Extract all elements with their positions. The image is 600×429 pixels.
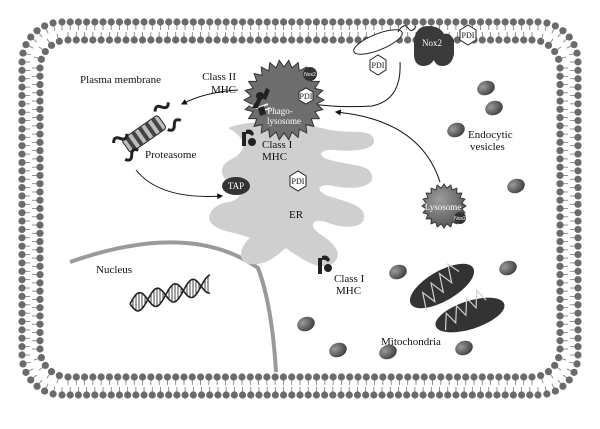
- class-i-mhc-top-icon: [242, 129, 256, 146]
- tap-label: TAP: [228, 181, 244, 191]
- endocytic-vesicle: [379, 344, 397, 360]
- endocytic-vesicle: [507, 178, 525, 194]
- arrow-lysosome-to-phagolysosome: [334, 109, 441, 183]
- lysosome-label: Lysosome: [425, 202, 462, 212]
- class-i-mhc-bottom-label-2: MHC: [336, 285, 361, 297]
- proteasome-label: Proteasome: [145, 149, 196, 161]
- class-i-mhc-bottom-label-1: Class I: [334, 273, 365, 285]
- endocytic-vesicle: [455, 340, 473, 356]
- endocytic-vesicle: [389, 264, 407, 280]
- endocytic-vesicles-label-1: Endocytic: [468, 129, 513, 141]
- pathogen: [353, 25, 417, 55]
- class-ii-mhc-icon: [252, 88, 270, 116]
- endocytic-vesicle: [485, 100, 503, 116]
- pdi-on-phagolysosome: PDI: [298, 87, 314, 105]
- pdi-label-membrane-left: PDI: [372, 61, 385, 70]
- tap-transporter: TAP: [222, 177, 250, 195]
- class-ii-mhc-label-1: Class II: [202, 71, 236, 83]
- pdi-label-membrane-right: PDI: [462, 31, 475, 40]
- mitochondrion-top: [409, 262, 475, 312]
- endocytic-vesicle: [329, 342, 347, 358]
- er-label: ER: [289, 209, 304, 221]
- phagolysosome-label-2: lysosome: [267, 116, 301, 126]
- phago-nox2-label: Nox2: [304, 72, 316, 78]
- plasma-membrane-label: Plasma membrane: [80, 74, 161, 86]
- dna-helix: [129, 274, 211, 312]
- pdi-on-membrane-left: PDI: [369, 54, 387, 76]
- mitochondrion-bottom: [435, 289, 505, 333]
- class-i-mhc-top-label-1: Class I: [262, 139, 293, 151]
- mitochondria-label: Mitochondria: [381, 336, 441, 348]
- proteasome-icon: [112, 102, 182, 162]
- nucleus-label: Nucleus: [96, 264, 132, 276]
- arrow-membrane-to-phagolysosome: [310, 61, 401, 108]
- endocytic-vesicles-label-2: vesicles: [470, 141, 505, 153]
- phagolysosome: Phago- lysosome Nox2: [242, 59, 326, 141]
- endocytic-vesicle: [447, 122, 465, 138]
- arrow-phagolysosome-to-proteasome: [180, 89, 239, 105]
- pdi-on-membrane-right: PDI: [459, 24, 477, 46]
- endocytic-vesicle: [297, 316, 315, 332]
- class-i-mhc-top-label-2: MHC: [262, 151, 287, 163]
- endocytic-vesicles: [297, 80, 525, 360]
- nox2-label: Nox2: [422, 38, 442, 48]
- endoplasmic-reticulum: [209, 122, 375, 267]
- pdi-label-er: PDI: [292, 177, 305, 186]
- class-ii-mhc-label-2: MHC: [211, 84, 236, 96]
- lysosome: Nox2: [421, 183, 467, 229]
- lysosome-nox2-label: Nox2: [454, 216, 466, 222]
- class-i-mhc-bottom-icon: [318, 255, 332, 274]
- pdi-in-er: PDI: [289, 170, 307, 192]
- nox2-complex: Nox2: [414, 26, 454, 66]
- endocytic-vesicle: [499, 260, 517, 276]
- endocytic-vesicle: [477, 80, 495, 96]
- phagolysosome-label-1: Phago-: [267, 106, 293, 116]
- pdi-label-phago: PDI: [300, 92, 313, 101]
- arrow-proteasome-to-tap: [135, 169, 224, 200]
